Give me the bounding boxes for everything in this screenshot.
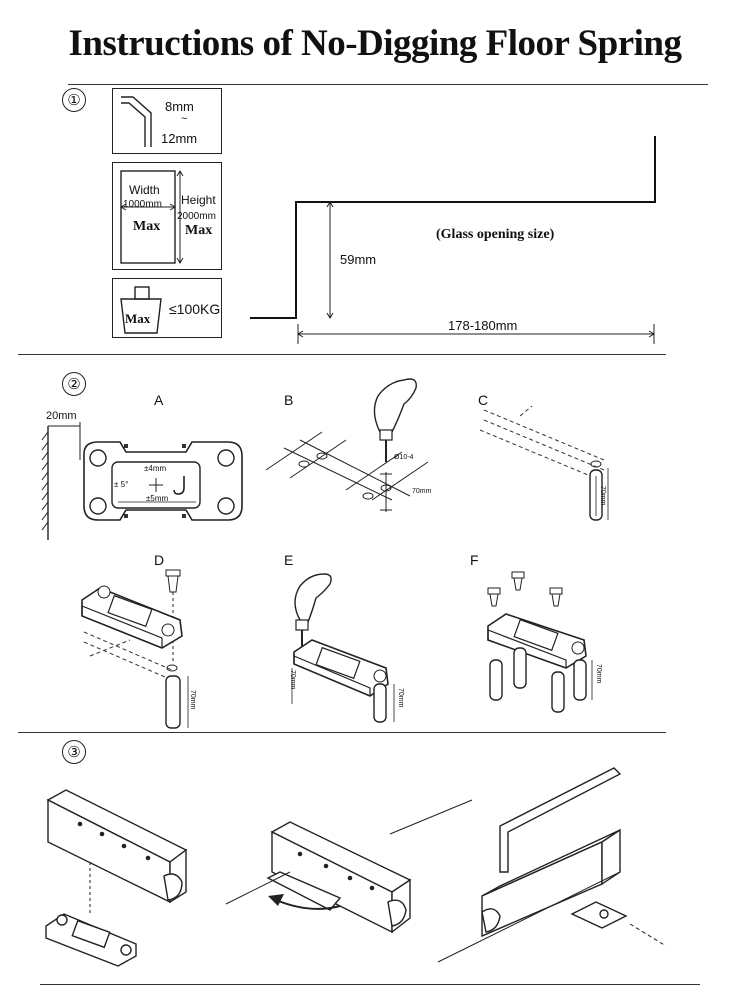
door-clamp-lowering xyxy=(46,789,188,904)
section-3-number: ③ xyxy=(62,740,86,764)
width-value: 1000mm xyxy=(123,199,162,210)
weight-icon xyxy=(120,286,162,334)
height-label: Height xyxy=(181,193,216,207)
step-d-label: D xyxy=(154,552,165,568)
section-3-divider xyxy=(40,984,700,985)
anchor-depth-f-label: 70mm xyxy=(595,664,602,684)
dim-5deg-label: ± 5° xyxy=(114,480,129,489)
opening-width-label: 178-180mm xyxy=(448,318,518,333)
thickness-range-sep: ~ xyxy=(181,113,188,125)
depth-label: 59mm xyxy=(340,252,377,267)
section-2-divider xyxy=(18,732,666,733)
thickness-max-label: 12mm xyxy=(161,131,198,146)
height-max: Max xyxy=(185,223,213,238)
anchor-depth-c-label: 70mm xyxy=(599,486,606,506)
section-2-number: ② xyxy=(62,372,86,396)
dim-5mm-label: ±5mm xyxy=(146,494,169,503)
anchor-depth-e1-label: 70mm xyxy=(289,670,296,690)
drill-depth-b-label: 70mm xyxy=(412,488,432,495)
step-e-label: E xyxy=(284,552,294,568)
step-f-label: F xyxy=(470,552,479,568)
step-a-label: A xyxy=(154,392,164,408)
wall-gap-label: 20mm xyxy=(46,410,77,422)
weight-value: ≤100KG xyxy=(169,301,221,317)
anchor-depth-d-label: 70mm xyxy=(189,690,196,710)
title-divider xyxy=(68,84,708,85)
weight-box: Max ≤100KG xyxy=(112,278,222,338)
glass-edge-icon xyxy=(121,96,152,147)
page-title: Instructions of No-Digging Floor Spring xyxy=(68,23,683,64)
glass-thickness-box: 8mm ~ 12mm xyxy=(112,88,222,154)
anchor-depth-e2-label: 70mm xyxy=(397,688,404,708)
section-1-divider xyxy=(18,354,666,355)
step-c-label: C xyxy=(478,392,489,408)
width-label: Width xyxy=(129,183,160,197)
thickness-min-label: 8mm xyxy=(165,99,194,114)
dim-4mm-label: ±4mm xyxy=(144,464,167,473)
width-max: Max xyxy=(133,219,161,234)
door-size-box: Width 1000mm Max Height 2000mm Max xyxy=(112,162,222,270)
door-panel-icon xyxy=(120,170,184,264)
opening-label: (Glass opening size) xyxy=(436,227,555,242)
height-value: 2000mm xyxy=(177,211,216,222)
weight-max: Max xyxy=(125,311,151,326)
section-1-number: ① xyxy=(62,88,86,112)
drill-diameter-label: Ø10-4 xyxy=(394,454,414,461)
step-b-label: B xyxy=(284,392,294,408)
